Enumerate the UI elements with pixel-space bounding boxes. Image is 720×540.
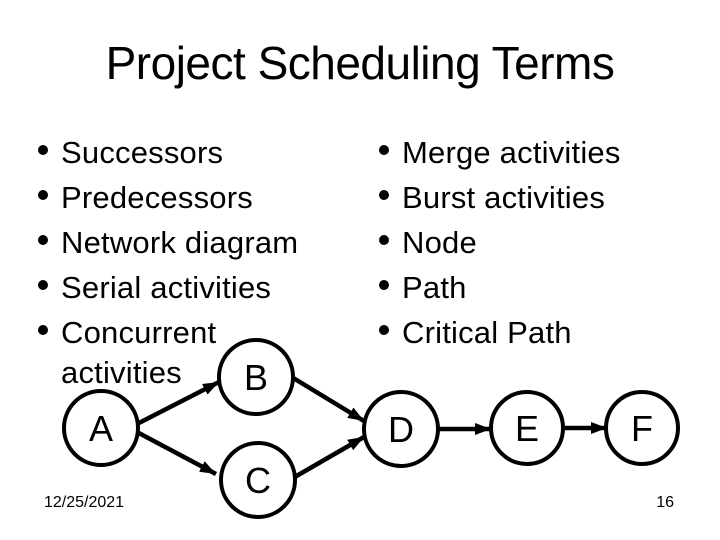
list-item: Critical Path xyxy=(379,313,699,353)
bullet-icon xyxy=(379,190,389,200)
list-item: Node xyxy=(379,223,699,263)
bullet-icon xyxy=(38,235,48,245)
node-c: C xyxy=(219,441,297,519)
list-item: Network diagram xyxy=(38,223,316,263)
node-label: D xyxy=(388,409,414,450)
node-label: C xyxy=(245,460,271,501)
bullet-icon xyxy=(379,145,389,155)
bullet-icon xyxy=(38,190,48,200)
page-number: 16 xyxy=(656,494,674,511)
list-item-label: Critical Path xyxy=(402,315,572,350)
node-label: E xyxy=(515,408,539,449)
list-item: Concurrent activities xyxy=(38,313,316,393)
slide-title: Project Scheduling Terms xyxy=(105,37,615,89)
node-label: B xyxy=(244,357,268,398)
list-item: Path xyxy=(379,268,699,308)
node-f: F xyxy=(604,390,680,466)
bullet-icon xyxy=(38,145,48,155)
list-item: Successors xyxy=(38,133,316,173)
edge-c-d xyxy=(291,435,366,480)
edge-a-b xyxy=(133,379,221,428)
node-a: A xyxy=(62,389,140,467)
node-b: B xyxy=(217,338,295,416)
list-item-label: Network diagram xyxy=(61,225,299,260)
bullet-icon xyxy=(379,280,389,290)
network-diagram: A B C D E F xyxy=(62,338,680,519)
node-label: A xyxy=(89,408,113,449)
list-item: Predecessors xyxy=(38,178,316,218)
bullet-icon xyxy=(38,280,48,290)
list-item-label: Node xyxy=(402,225,477,260)
list-item-label: Burst activities xyxy=(402,180,606,215)
list-item: Burst activities xyxy=(379,178,699,218)
node-label: F xyxy=(631,408,653,449)
left-bullet-list: Successors Predecessors Network diagram … xyxy=(38,133,316,398)
list-item-label: Concurrent activities xyxy=(61,315,217,390)
list-item: Serial activities xyxy=(38,268,316,308)
list-item-label: Serial activities xyxy=(61,270,272,305)
list-item-label: Merge activities xyxy=(402,135,621,170)
node-e: E xyxy=(489,390,565,466)
list-item-label: Path xyxy=(402,270,467,305)
list-item: Merge activities xyxy=(379,133,699,173)
edge-b-d xyxy=(288,374,366,423)
bullet-icon xyxy=(38,325,48,335)
list-item-label: Successors xyxy=(61,135,224,170)
right-bullet-list: Merge activities Burst activities Node P… xyxy=(379,133,699,358)
list-item-label: Predecessors xyxy=(61,180,253,215)
edge-a-c xyxy=(133,429,218,476)
bullet-icon xyxy=(379,325,389,335)
bullet-icon xyxy=(379,235,389,245)
node-d: D xyxy=(362,390,440,468)
footer-date: 12/25/2021 xyxy=(44,494,125,511)
